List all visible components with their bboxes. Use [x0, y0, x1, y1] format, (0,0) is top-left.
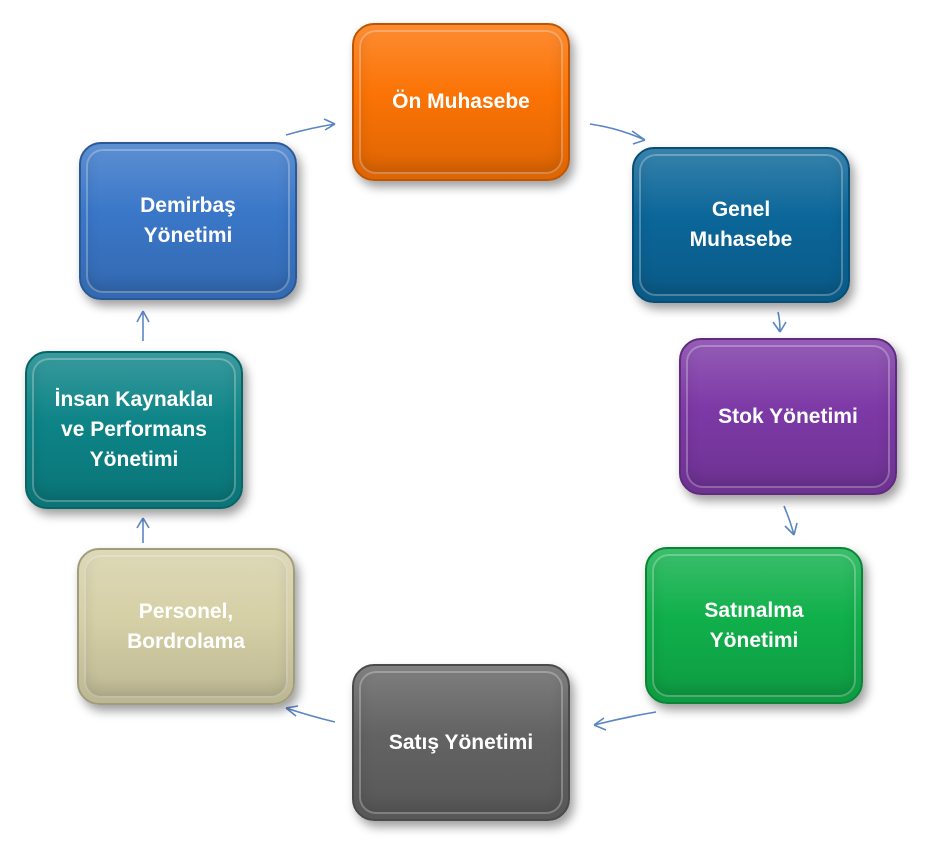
node-demirbas-yonetimi: Demirbaş Yönetimi: [79, 142, 297, 300]
arrow-demirbas-yonetimi-to-on-muhasebe: [285, 118, 336, 136]
arrow-insan-kaynaklari-to-demirbas-yonetimi: [136, 310, 150, 341]
node-label: İnsan Kaynaklaı ve Performans Yönetimi: [54, 388, 214, 471]
node-insan-kaynaklari: İnsan Kaynaklaı ve Performans Yönetimi: [25, 351, 243, 509]
node-satis-yonetimi: Satış Yönetimi: [352, 664, 570, 821]
arrow-on-muhasebe-to-genel-muhasebe: [589, 123, 646, 145]
arrow-stok-yonetimi-to-satinalma-yonetimi: [783, 505, 798, 536]
node-personel-bordrolama: Personel, Bordrolama: [77, 548, 295, 705]
node-label: Satış Yönetimi: [388, 730, 534, 754]
node-stok-yonetimi: Stok Yönetimi: [679, 338, 897, 495]
node-genel-muhasebe: Genel Muhasebe: [632, 147, 850, 303]
node-label: Personel, Bordrolama: [127, 599, 245, 653]
node-label: Genel Muhasebe: [689, 198, 793, 251]
node-label: Stok Yönetimi: [718, 404, 858, 428]
node-satinalma-yonetimi: Satınalma Yönetimi: [645, 547, 863, 704]
arrow-satinalma-yonetimi-to-satis-yonetimi: [593, 711, 657, 731]
node-label: Demirbaş Yönetimi: [140, 194, 236, 247]
arrow-personel-bordrolama-to-insan-kaynaklari: [136, 517, 150, 543]
node-label: Satınalma Yönetimi: [704, 598, 804, 652]
node-on-muhasebe: Ön Muhasebe: [352, 23, 570, 181]
arrow-satis-yonetimi-to-personel-bordrolama: [285, 705, 336, 723]
arrow-genel-muhasebe-to-stok-yonetimi: [772, 311, 787, 333]
node-label: Ön Muhasebe: [392, 90, 530, 113]
